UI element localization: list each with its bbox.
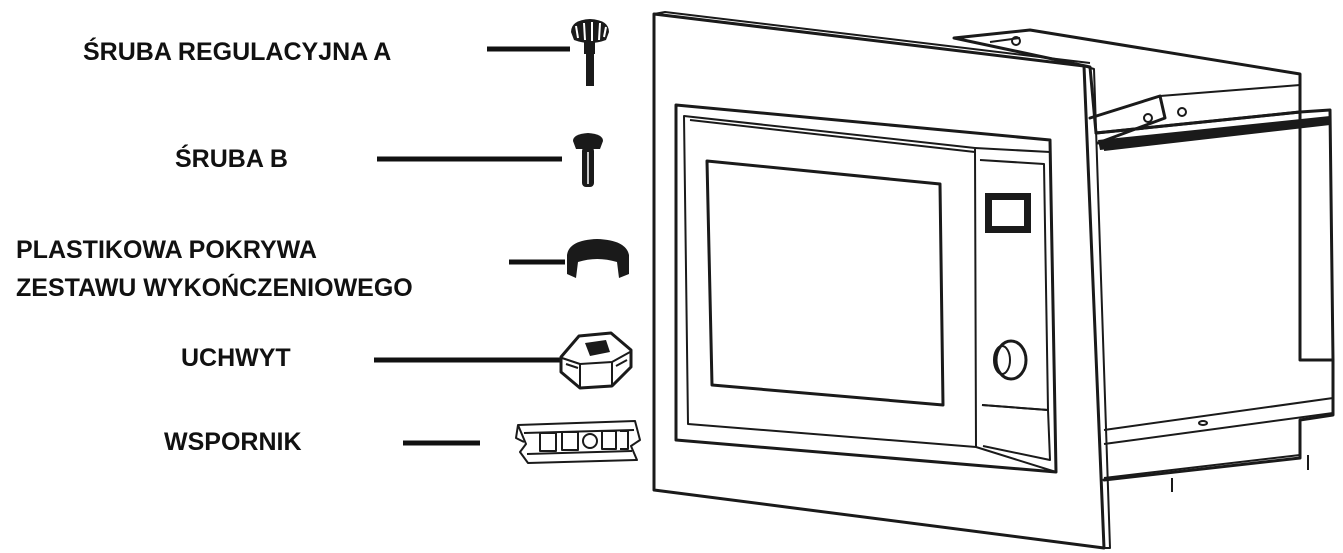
thumb-screw-icon <box>571 19 609 86</box>
bracket-icon <box>515 420 641 464</box>
label-bracket: WSPORNIK <box>164 428 302 456</box>
label-holder: UCHWYT <box>181 344 291 372</box>
label-trim-cover-line2: ZESTAWU WYKOŃCZENIOWEGO <box>16 273 413 302</box>
trim-cover-icon <box>567 239 629 278</box>
screw-icon <box>573 133 603 187</box>
microwave-oven-icon <box>652 11 1335 550</box>
part-labels: ŚRUBA REGULACYJNA A ŚRUBA B PLASTIKOWA P… <box>16 36 413 456</box>
label-trim-cover-line1: PLASTIKOWA POKRYWA <box>16 236 317 264</box>
label-screw-a: ŚRUBA REGULACYJNA A <box>83 36 391 66</box>
label-screw-b: ŚRUBA B <box>175 143 288 173</box>
leader-lines <box>374 46 570 446</box>
holder-icon <box>559 331 633 390</box>
